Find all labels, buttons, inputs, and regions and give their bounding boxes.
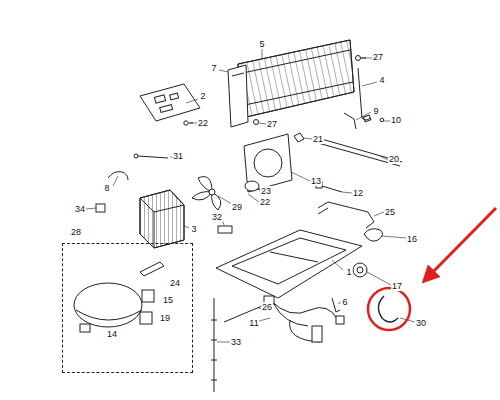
callout-number: 12 <box>352 188 364 198</box>
callout-number: 3 <box>190 224 197 234</box>
callout-number: 10 <box>390 115 402 125</box>
callout-number: 21 <box>312 134 324 144</box>
callout-number: 6 <box>341 297 348 307</box>
callout-number: 7 <box>210 63 217 73</box>
callout-number: 8 <box>103 183 110 193</box>
callout-number: 19 <box>159 313 171 323</box>
callout-number: 16 <box>406 234 418 244</box>
callout-number: 30 <box>415 318 427 328</box>
callout-number: 26 <box>261 302 273 312</box>
callout-number: 4 <box>378 75 385 85</box>
callout-number: 24 <box>169 278 181 288</box>
callout-number: 27 <box>372 52 384 62</box>
group-number: 28 <box>70 227 82 237</box>
callout-number: 14 <box>106 329 118 339</box>
callout-number: 34 <box>74 204 86 214</box>
callout-number: 29 <box>231 202 243 212</box>
callout-number: 20 <box>388 154 400 164</box>
callout-number: 25 <box>384 207 396 217</box>
callout-number: 31 <box>172 151 184 161</box>
callout-number: 27 <box>266 119 278 129</box>
callout-number: 22 <box>197 118 209 128</box>
callout-number: 1 <box>345 267 352 277</box>
callout-number: 15 <box>162 295 174 305</box>
callout-number: 5 <box>258 39 265 49</box>
callout-number: 9 <box>372 106 379 116</box>
callout-number: 13 <box>310 176 322 186</box>
callout-number: 11 <box>248 318 259 328</box>
dashed-group-box: 2824151914 <box>62 243 193 373</box>
callout-number: 2 <box>199 91 206 101</box>
callout-number: 22 <box>259 197 271 207</box>
callout-number: 17 <box>391 281 403 291</box>
callout-number: 33 <box>230 337 242 347</box>
callout-number: 32 <box>211 212 223 222</box>
callout-number: 23 <box>260 186 272 196</box>
